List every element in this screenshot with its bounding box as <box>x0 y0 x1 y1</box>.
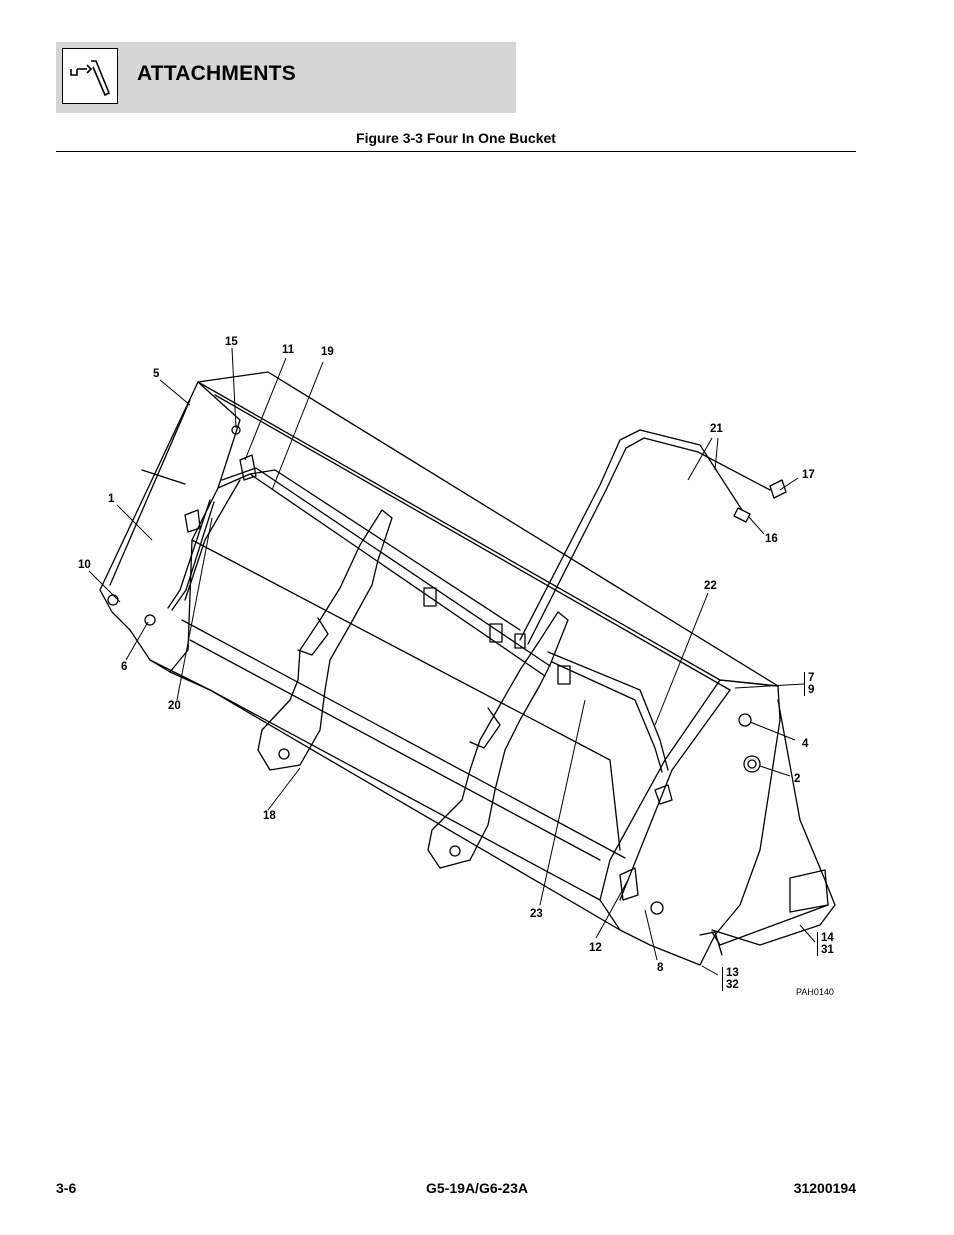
attachment-icon <box>62 48 118 104</box>
callout-32: 32 <box>726 979 739 991</box>
callout-2: 2 <box>794 773 801 785</box>
callout-1: 1 <box>108 493 115 505</box>
callout-17: 17 <box>802 469 815 481</box>
page-number: 3-6 <box>56 1180 77 1196</box>
figure-caption: Figure 3-3 Four In One Bucket <box>356 130 556 146</box>
callout-8: 8 <box>657 962 664 974</box>
callout-10: 10 <box>78 559 91 571</box>
callout-stack-7-9: 7 9 <box>804 672 814 696</box>
callout-5: 5 <box>153 368 160 380</box>
header-divider <box>56 151 856 152</box>
callout-21: 21 <box>710 423 723 435</box>
callout-15: 15 <box>225 336 238 348</box>
callout-stack-14-31: 14 31 <box>817 932 834 956</box>
callout-7: 7 <box>808 672 815 684</box>
callout-31: 31 <box>821 944 834 956</box>
callout-22: 22 <box>704 580 717 592</box>
callout-18: 18 <box>263 810 276 822</box>
callout-11: 11 <box>282 344 295 356</box>
callout-13: 13 <box>726 967 739 979</box>
callout-14: 14 <box>821 932 834 944</box>
section-title: ATTACHMENTS <box>137 62 296 85</box>
callout-stack-13-32: 13 32 <box>722 967 739 991</box>
callout-12: 12 <box>589 942 602 954</box>
callout-6: 6 <box>121 661 128 673</box>
document-number: 31200194 <box>793 1180 856 1196</box>
callout-19: 19 <box>321 346 334 358</box>
callout-16: 16 <box>765 533 778 545</box>
callout-23: 23 <box>530 908 543 920</box>
model-number: G5-19A/G6-23A <box>426 1180 528 1196</box>
callout-9: 9 <box>808 684 815 696</box>
artwork-code: PAH0140 <box>796 987 834 997</box>
callout-20: 20 <box>168 700 181 712</box>
callout-4: 4 <box>802 738 809 750</box>
section-header-band <box>56 42 516 113</box>
